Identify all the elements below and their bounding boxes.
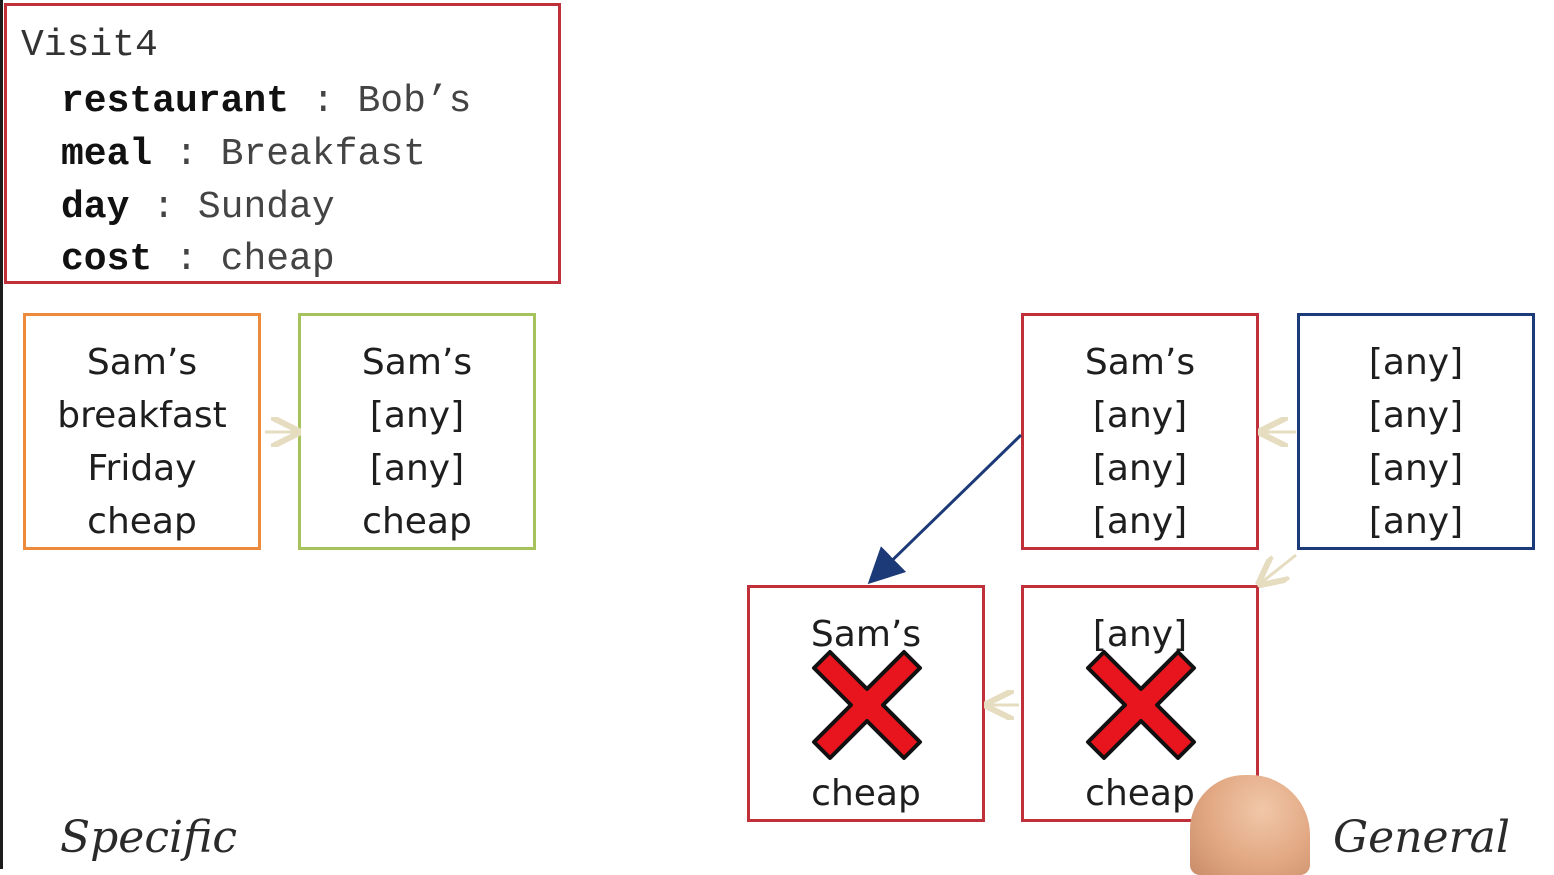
hypothesis-value: [any] [1092, 614, 1188, 655]
hypothesis-value: [any] [1092, 395, 1188, 436]
left-edge-bar [0, 0, 3, 869]
hypothesis-value: [any] [1368, 395, 1464, 436]
visit-record-box: Visit4 restaurant : Bob’s meal : Breakfa… [4, 3, 561, 284]
hypothesis-value: [any] [1092, 448, 1188, 489]
visit-row-cost: cost : cheap [61, 238, 335, 281]
hypothesis-value: Friday [87, 448, 197, 489]
hypothesis-value: [any] [1368, 342, 1464, 383]
visit-value: Sunday [197, 186, 335, 229]
hypothesis-value: breakfast [57, 395, 227, 436]
visit-value: Breakfast [220, 133, 426, 176]
hand-image [1190, 775, 1310, 875]
hypothesis-value: cheap [87, 501, 197, 542]
label-general: General [1333, 812, 1510, 863]
hypothesis-value: [any] [1368, 501, 1464, 542]
hypothesis-value: [any] [1092, 501, 1188, 542]
visit-key: cost [61, 238, 153, 281]
visit-key: day [61, 186, 130, 229]
hypothesis-value: Sam’s [1084, 342, 1196, 383]
hypothesis-value: cheap [1085, 773, 1195, 814]
visit-value: cheap [220, 238, 335, 281]
arrow-light [1262, 553, 1297, 582]
visit-row-restaurant: restaurant : Bob’s [61, 80, 472, 123]
hypothesis-value: cheap [811, 773, 921, 814]
visit-row-meal: meal : Breakfast [61, 133, 426, 176]
label-specific: Specific [60, 812, 238, 863]
visit-row-day: day : Sunday [61, 186, 335, 229]
hypothesis-value: Sam’s [361, 342, 473, 383]
hypothesis-box-eliminated-left: Sam’s x x cheap [747, 585, 985, 822]
hypothesis-value: Sam’s [810, 614, 922, 655]
x-mark-icon [812, 650, 922, 760]
hypothesis-box-general: [any] [any] [any] [any] [1297, 313, 1535, 550]
hypothesis-value: [any] [1368, 448, 1464, 489]
hypothesis-value: [any] [369, 448, 465, 489]
hypothesis-box-red-upper: Sam’s [any] [any] [any] [1021, 313, 1259, 550]
visit-value: Bob’s [357, 80, 472, 123]
hypothesis-value: Sam’s [86, 342, 198, 383]
hypothesis-value: [any] [369, 395, 465, 436]
hypothesis-box-green: Sam’s [any] [any] cheap [298, 313, 536, 550]
hypothesis-box-eliminated-right: [any] x x cheap [1021, 585, 1259, 822]
arrow-blue [867, 433, 1023, 585]
hypothesis-value: cheap [362, 501, 472, 542]
visit-key: restaurant [61, 80, 290, 123]
x-mark-icon [1086, 650, 1196, 760]
visit-key: meal [61, 133, 153, 176]
visit-title: Visit4 [21, 24, 158, 67]
hypothesis-box-specific: Sam’s breakfast Friday cheap [23, 313, 261, 550]
